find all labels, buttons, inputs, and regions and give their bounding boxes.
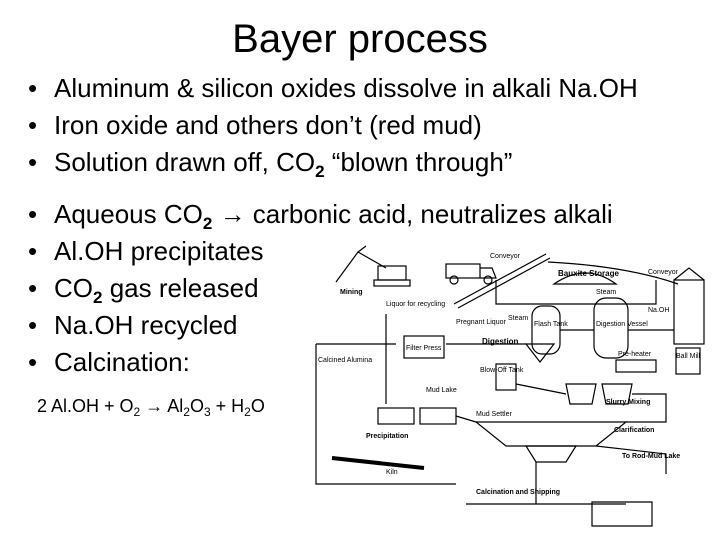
- conveyor-line: [547, 261, 679, 285]
- bullet-item: • Na.OH recycled: [28, 307, 613, 344]
- bullet-glyph: •: [28, 273, 38, 303]
- bullet-item: • CO2 gas released: [28, 270, 613, 307]
- mud-settler: [474, 421, 628, 447]
- excavator-icon: [335, 245, 411, 287]
- bullet-list-precipitation: •Aqueous CO2 → carbonic acid, neutralize…: [28, 196, 613, 381]
- bayer-process-diagram: Conveyor Bauxite Storage Conveyor Mining…: [315, 245, 705, 527]
- digestion-vessel: [593, 297, 629, 359]
- blow-off-tank: [495, 363, 517, 391]
- label-kiln: Kiln: [386, 469, 398, 476]
- label-digestion: Digestion: [482, 337, 519, 346]
- pre-heater: [615, 359, 657, 373]
- bullet-list-dissolution: • Aluminum & silicon oxides dissolve in a…: [28, 70, 638, 181]
- label-calcination-shipping: Calcination and Shipping: [476, 489, 560, 496]
- label-steam: Steam: [596, 289, 616, 296]
- bullet-glyph: •: [28, 310, 38, 340]
- precipitation-tank: [419, 407, 457, 425]
- label-digestion-vessel: Digestion Vessel: [596, 321, 648, 328]
- conveyor-line: [453, 253, 547, 305]
- subscript: 2: [315, 162, 325, 181]
- label-liquor-recycling: Liquor for recycling: [386, 301, 445, 308]
- label-ball-mill: Ball Mill: [676, 353, 701, 360]
- label-clarification: Clarification: [614, 427, 654, 434]
- calcination-equation: 2 Al.OH + O2 → Al2O3 + H2O: [37, 396, 265, 419]
- bullet-item: • Aluminum & silicon oxides dissolve in a…: [28, 70, 638, 107]
- bullet-text-tail: → carbonic acid, neutralizes alkali: [212, 199, 613, 229]
- bullet-item: • Iron oxide and others don’t (red mud): [28, 107, 638, 144]
- slurry-tank: [565, 383, 597, 405]
- bullet-text: CO: [54, 273, 93, 303]
- label-slurry-mixing: Slurry Mixing: [606, 399, 650, 406]
- filter-press: [403, 335, 445, 359]
- bullet-glyph: •: [28, 199, 38, 229]
- label-pre-heater: Pre-heater: [618, 351, 652, 358]
- subscript: 2: [244, 405, 251, 419]
- subscript: 2: [93, 288, 103, 307]
- label-calcined-alumina: Calcined Alumina: [318, 357, 372, 364]
- digestion-funnel: [524, 343, 556, 363]
- subscript: 2: [202, 214, 213, 233]
- bullet-item: • Solution drawn off, CO2 “blown through”: [28, 144, 638, 181]
- bullet-glyph: •: [28, 147, 38, 177]
- bullet-text-tail: gas released: [102, 273, 259, 303]
- bullet-text-tail: “blown through”: [324, 147, 513, 177]
- precipitation-tank: [377, 407, 415, 425]
- label-conveyor-2: Conveyor: [648, 269, 679, 276]
- bullet-text: Aluminum & silicon oxides dissolve in al…: [54, 73, 638, 103]
- equation-part: → Al: [140, 396, 184, 416]
- bullet-glyph: •: [28, 347, 38, 377]
- equation-part: O: [189, 396, 204, 416]
- subscript: 3: [203, 405, 211, 419]
- bullet-glyph: •: [28, 73, 38, 103]
- shipping-hopper: [591, 501, 653, 527]
- slide-title: Bayer process: [232, 17, 488, 61]
- label-mining: Mining: [340, 289, 363, 296]
- bullet-item: • Calcination:: [28, 344, 613, 381]
- conveyor-line: [457, 257, 551, 309]
- bullet-text: Na.OH recycled: [54, 310, 238, 340]
- label-pregnant-liquor: Pregnant Liquor: [456, 319, 506, 326]
- label-blow-off-tank: Blow-Off Tank: [480, 367, 524, 374]
- label-naoh: Na.OH: [648, 307, 669, 314]
- bauxite-pile: [552, 272, 618, 285]
- label-flash-tank: Flash Tank: [534, 321, 568, 328]
- kiln: [331, 456, 425, 470]
- bullet-text: Iron oxide and others don’t (red mud): [54, 110, 482, 140]
- label-precipitation: Precipitation: [366, 433, 408, 440]
- equation-part: O: [250, 396, 265, 416]
- bullet-text: Al.OH precipitates: [54, 236, 264, 266]
- bullet-text: Aqueous CO: [54, 199, 203, 229]
- bullet-glyph: •: [28, 110, 38, 140]
- subscript: 2: [183, 405, 190, 419]
- slurry-tank: [601, 383, 633, 405]
- equation-part: 2 Al.OH + O: [37, 396, 134, 416]
- label-bauxite-storage: Bauxite Storage: [558, 269, 619, 278]
- truck-icon: [445, 263, 497, 285]
- bullet-glyph: •: [28, 236, 38, 266]
- equation-part: + H: [210, 396, 245, 416]
- label-mud-lake: Mud Lake: [426, 387, 457, 394]
- bullet-text: Calcination:: [54, 347, 190, 377]
- label-mud-settler: Mud Settler: [476, 411, 512, 418]
- bullet-text: Solution drawn off, CO: [54, 147, 316, 177]
- bullet-item: • Al.OH precipitates: [28, 233, 613, 270]
- label-conveyor: Conveyor: [490, 253, 521, 260]
- label-filter-press: Filter Press: [406, 345, 442, 352]
- label-steam-2: Steam: [508, 315, 528, 322]
- subscript: 2: [133, 405, 141, 419]
- flash-tank: [531, 305, 561, 355]
- bullet-item: • Aqueous CO2 → carbonic acid, neutralize…: [28, 196, 613, 233]
- label-to-rod-mud-lake: To Rod-Mud Lake: [622, 453, 680, 460]
- ball-mill: [675, 347, 701, 375]
- silo: [673, 279, 705, 345]
- clarifier: [524, 445, 578, 463]
